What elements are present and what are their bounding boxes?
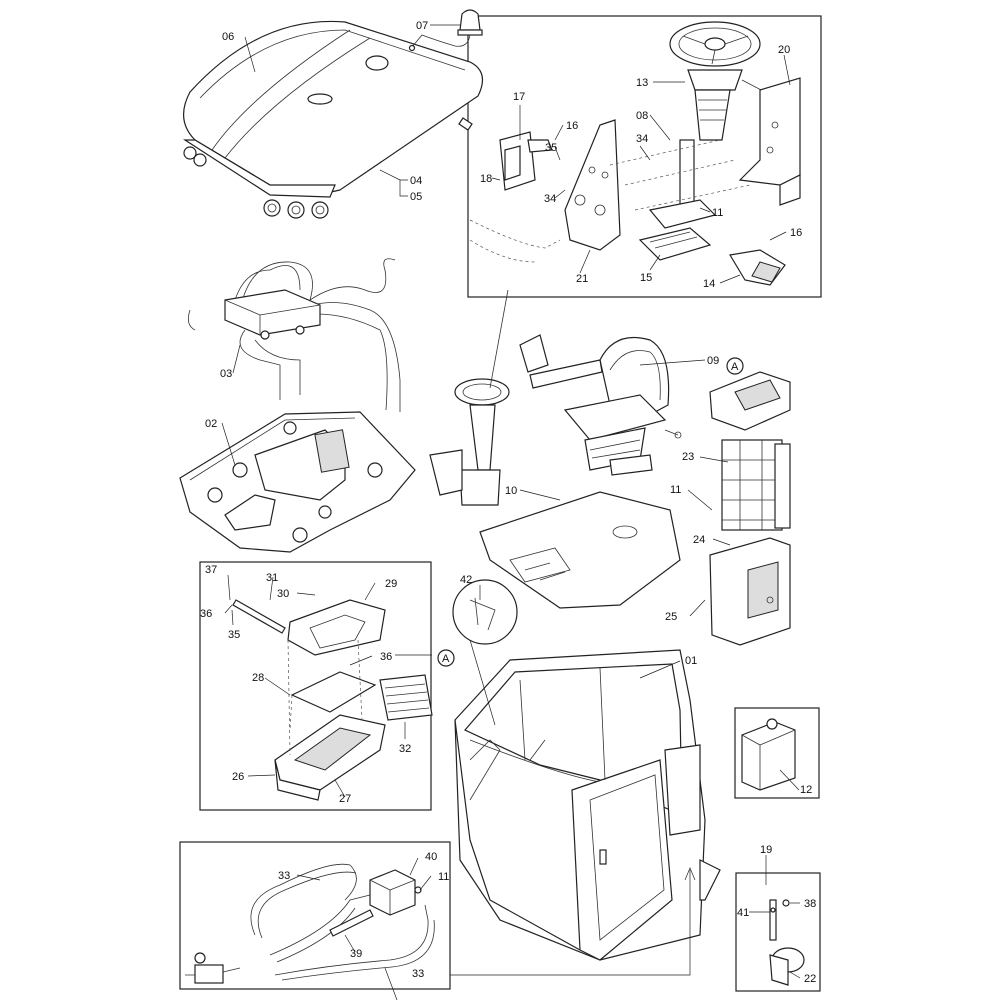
wiring-harness bbox=[187, 258, 401, 412]
callout-38: 38 bbox=[804, 898, 816, 910]
floor-plate bbox=[179, 411, 416, 553]
callout-01: 01 bbox=[685, 655, 697, 667]
callout-09: 09 bbox=[707, 355, 719, 367]
seat-console-detail-box bbox=[199, 561, 432, 811]
hinge-rod-31 bbox=[232, 599, 286, 634]
callout-40: 40 bbox=[425, 851, 437, 863]
armrest-29 bbox=[287, 599, 386, 656]
callout-34-steering: 34 bbox=[636, 133, 648, 145]
steering-column-upper bbox=[687, 69, 766, 141]
roof-assembly bbox=[182, 20, 484, 219]
callout-15: 15 bbox=[640, 272, 652, 284]
callout-17: 17 bbox=[513, 91, 525, 103]
steering-column-detail-box bbox=[467, 15, 822, 298]
callout-36-left: 36 bbox=[200, 608, 212, 620]
hoses-33 bbox=[250, 863, 435, 981]
bracket-41 bbox=[769, 899, 790, 941]
console-frame-23 bbox=[721, 439, 791, 531]
pump-unit bbox=[185, 952, 241, 984]
console-base-26 bbox=[274, 714, 386, 801]
callout-labels: 06 07 04 05 03 02 01 09 10 23 11 24 25 4… bbox=[200, 20, 816, 985]
reference-marker-A-console: A bbox=[726, 357, 744, 375]
callout-11-hydraulic: 11 bbox=[438, 871, 449, 883]
callout-14: 14 bbox=[703, 278, 715, 290]
callout-32: 32 bbox=[399, 743, 411, 755]
bracket-20 bbox=[738, 77, 801, 206]
leader-lines bbox=[221, 24, 801, 1000]
callout-16-steering: 16 bbox=[790, 227, 802, 239]
reference-marker-A-detail: A bbox=[437, 649, 455, 667]
callout-37: 37 bbox=[205, 564, 217, 576]
reservoir-12 bbox=[741, 718, 796, 791]
steering-column-assembly bbox=[429, 289, 510, 506]
reference-A-console: A bbox=[731, 361, 739, 373]
floor-mat bbox=[479, 491, 681, 609]
callout-22: 22 bbox=[804, 973, 816, 985]
reference-A-detail: A bbox=[442, 653, 450, 665]
callout-33-upper: 33 bbox=[278, 870, 290, 882]
callout-02: 02 bbox=[205, 418, 217, 430]
callout-18: 18 bbox=[480, 173, 492, 185]
valve-block-40 bbox=[369, 869, 422, 916]
cab-frame bbox=[454, 649, 721, 961]
callout-04: 04 bbox=[410, 175, 422, 187]
handle-42 bbox=[452, 579, 518, 726]
callout-39: 39 bbox=[350, 948, 362, 960]
assembly-dashes-console bbox=[287, 639, 363, 756]
callout-23: 23 bbox=[682, 451, 694, 463]
callout-35-steering: 35 bbox=[545, 142, 557, 154]
console-cover-A bbox=[709, 371, 791, 431]
pad-28 bbox=[290, 671, 377, 713]
pedal-14 bbox=[729, 249, 786, 286]
callout-11-steering: 11 bbox=[712, 207, 723, 219]
callout-19: 19 bbox=[760, 844, 772, 856]
callout-27: 27 bbox=[339, 793, 351, 805]
callout-10: 10 bbox=[505, 485, 517, 497]
callout-42: 42 bbox=[460, 574, 472, 586]
console-housing-24 bbox=[709, 537, 791, 646]
callout-35-console: 35 bbox=[228, 629, 240, 641]
callout-41: 41 bbox=[737, 907, 749, 919]
pedal-plate-21 bbox=[564, 119, 621, 251]
callout-28: 28 bbox=[252, 672, 264, 684]
callout-20: 20 bbox=[778, 44, 790, 56]
label-sheet-32 bbox=[379, 674, 433, 721]
mirror-bracket-detail-box bbox=[735, 872, 821, 992]
callout-30: 30 bbox=[277, 588, 289, 600]
callout-24: 24 bbox=[693, 534, 705, 546]
steering-wheel bbox=[669, 21, 761, 67]
callout-07: 07 bbox=[416, 20, 428, 32]
callout-05: 05 bbox=[410, 191, 422, 203]
callout-31: 31 bbox=[266, 572, 278, 584]
reservoir-detail-box bbox=[734, 707, 820, 799]
callout-29: 29 bbox=[385, 578, 397, 590]
hidden-line-boot-2 bbox=[469, 239, 536, 263]
callout-11-console: 11 bbox=[670, 484, 681, 496]
callout-26: 26 bbox=[232, 771, 244, 783]
valve-block-17 bbox=[499, 131, 553, 191]
callout-25: 25 bbox=[665, 611, 677, 623]
steering-column-lower bbox=[638, 139, 717, 261]
callout-12: 12 bbox=[800, 784, 812, 796]
hydraulic-valve-detail-box bbox=[179, 841, 451, 990]
callout-03: 03 bbox=[220, 368, 232, 380]
callout-36-right: 36 bbox=[380, 651, 392, 663]
callout-21: 21 bbox=[576, 273, 588, 285]
beacon-light bbox=[408, 9, 483, 52]
operator-seat bbox=[519, 334, 682, 476]
callout-16-valve: 16 bbox=[566, 120, 578, 132]
hidden-line-boot bbox=[469, 219, 561, 249]
mirror-22 bbox=[769, 947, 805, 986]
fitting-39 bbox=[329, 909, 374, 937]
callout-06: 06 bbox=[222, 31, 234, 43]
callout-33-lower: 33 bbox=[412, 968, 424, 980]
callout-08: 08 bbox=[636, 110, 648, 122]
callout-34-pedal: 34 bbox=[544, 193, 556, 205]
assembly-dashes-steering bbox=[609, 139, 751, 211]
callout-13: 13 bbox=[636, 77, 648, 89]
